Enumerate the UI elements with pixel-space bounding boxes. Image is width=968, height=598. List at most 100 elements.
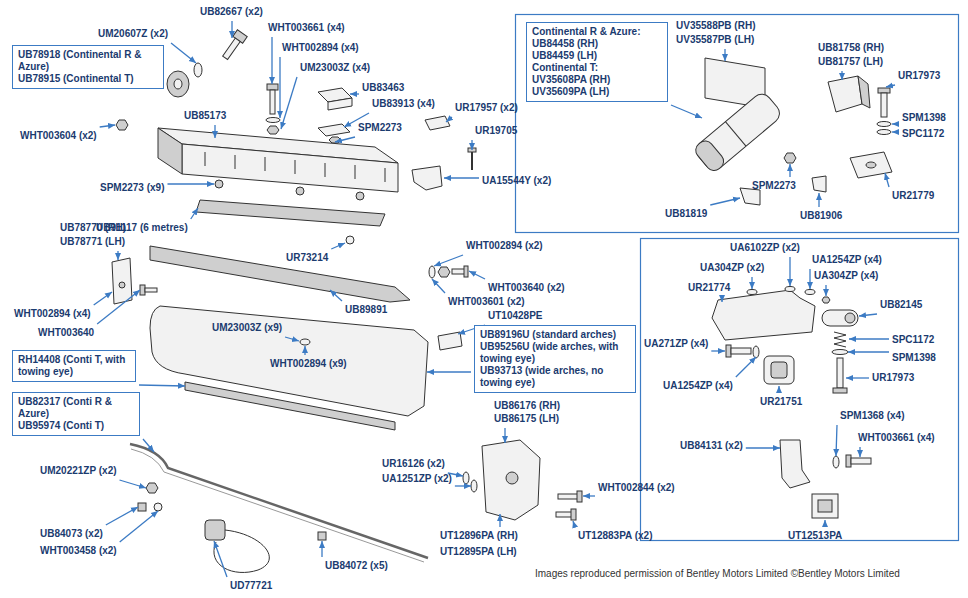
part-number: WHT003601 (x2) — [448, 296, 525, 308]
part-drawing — [846, 455, 851, 467]
leader-line — [191, 208, 198, 219]
part-drawing — [267, 126, 279, 134]
part-drawing — [119, 282, 125, 288]
part-drawing — [833, 388, 847, 393]
part-drawing — [150, 306, 428, 416]
part-drawing — [223, 38, 241, 59]
leader-line — [836, 425, 837, 456]
part-number: UR21774 — [688, 282, 730, 294]
part-number: UA1254ZP (x4) — [663, 380, 733, 392]
leader-line — [279, 57, 280, 118]
callout-text: UB78915 (Continental T) — [18, 73, 158, 85]
leader-line — [139, 385, 185, 386]
callout-text: UB95256U (wide arches, with towing eye) — [480, 341, 630, 365]
leader-line — [849, 338, 889, 339]
part-drawing — [471, 152, 473, 170]
part-drawing — [296, 187, 304, 195]
part-number: UB85173 — [184, 110, 226, 122]
leader-line — [859, 447, 860, 457]
part-drawing — [318, 532, 326, 540]
part-number: WHT003640 (x2) — [488, 282, 565, 294]
part-number: UT12895PA (LH) — [440, 546, 517, 558]
part-drawing — [158, 128, 182, 174]
part-number: UD77721 — [230, 580, 272, 592]
leader-line — [778, 386, 779, 393]
part-drawing — [828, 76, 862, 112]
part-drawing — [726, 345, 731, 357]
part-number: UA304ZP (x2) — [700, 262, 764, 274]
part-drawing — [878, 88, 890, 93]
part-number: SPC1172 — [902, 128, 944, 140]
leader-line — [809, 269, 810, 289]
part-drawing — [438, 332, 462, 350]
part-drawing — [482, 440, 540, 520]
leader-line — [120, 511, 158, 542]
leader-line — [117, 251, 118, 260]
leader-line — [885, 173, 889, 187]
part-drawing — [146, 483, 158, 493]
part-drawing — [506, 472, 518, 484]
part-drawing — [215, 180, 223, 188]
leader-line — [455, 485, 471, 486]
leader-line — [825, 285, 826, 296]
leader-line — [736, 357, 756, 377]
part-number: WHT003640 — [38, 327, 94, 339]
part-drawing — [556, 512, 572, 517]
part-drawing — [464, 266, 468, 277]
leader-line — [710, 198, 740, 205]
part-number: UB89891 — [345, 304, 387, 316]
part-drawing — [692, 138, 726, 174]
leader-line — [97, 290, 140, 324]
leader-line — [171, 43, 196, 63]
leader-line — [499, 514, 500, 527]
part-drawing — [270, 90, 275, 114]
part-drawing — [812, 494, 838, 518]
part-number: UV35587PB (LH) — [676, 34, 754, 46]
part-drawing — [785, 287, 795, 292]
part-number: UB84073 (x2) — [40, 528, 103, 540]
leader-line — [214, 541, 227, 577]
leader-line — [724, 49, 725, 61]
leader-line — [167, 183, 214, 184]
part-drawing — [822, 297, 830, 303]
part-number: WHT002894 (x4) — [282, 42, 359, 54]
leader-line — [721, 297, 722, 302]
part-number: WHT003458 (x2) — [40, 545, 117, 557]
part-drawing — [832, 350, 848, 355]
part-drawing — [812, 176, 826, 192]
leader-line — [444, 177, 479, 178]
part-number: UB78770 (RH) — [60, 222, 126, 234]
part-number: UR21751 — [760, 396, 802, 408]
callout-box: RH14408 (Conti T, with towing eye) — [12, 350, 136, 382]
part-number: UM20607Z (x2) — [98, 28, 168, 40]
leader-line — [214, 125, 215, 138]
part-number: UR17957 (x2) — [455, 102, 518, 114]
leader-line — [94, 292, 112, 305]
part-drawing — [205, 152, 385, 182]
part-drawing — [747, 290, 757, 295]
part-drawing — [834, 332, 846, 347]
part-number: WHT003661 (x4) — [268, 22, 345, 34]
callout-text: UB93713 (wide arches, no towing eye) — [480, 365, 630, 389]
part-drawing — [174, 79, 182, 89]
part-drawing — [266, 118, 280, 123]
leader-line — [671, 105, 702, 118]
callout-text: UV35609PA (LH) — [532, 86, 662, 98]
part-number: UR17973 — [872, 372, 914, 384]
part-drawing — [558, 494, 578, 499]
callout-text: UB84458 (RH) — [532, 38, 662, 50]
part-drawing — [356, 192, 364, 200]
leader-line — [469, 271, 485, 279]
leader-line — [583, 495, 595, 496]
part-drawing — [182, 144, 398, 192]
leader-line — [331, 243, 345, 249]
leader-line — [504, 428, 505, 443]
part-number: UR21779 — [892, 190, 934, 202]
part-drawing — [429, 266, 435, 278]
part-number: UA15544Y (x2) — [482, 175, 551, 187]
part-drawing — [731, 348, 751, 354]
leader-line — [335, 137, 355, 142]
leader-line — [432, 279, 445, 293]
part-number: UT12896PA (RH) — [440, 530, 518, 542]
